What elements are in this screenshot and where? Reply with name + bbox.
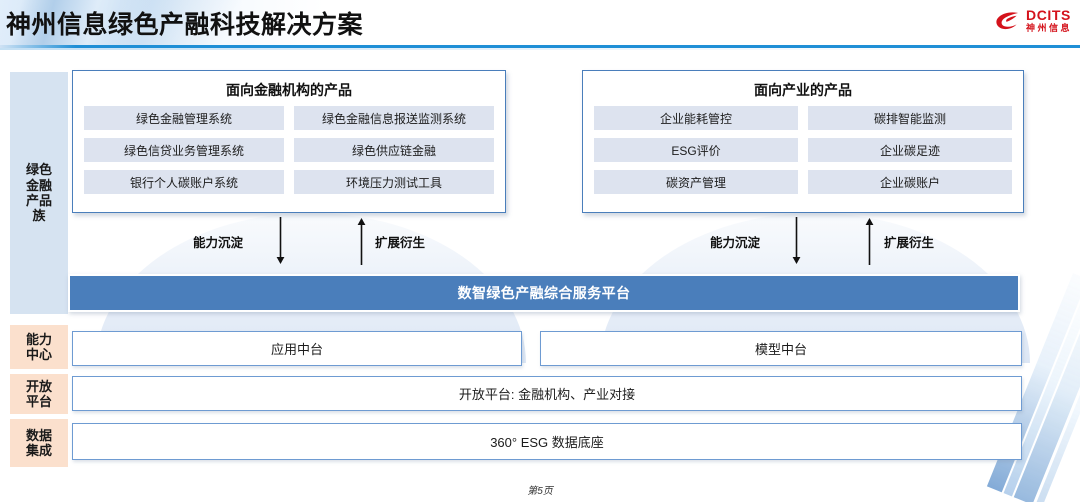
- arrow-up-right-icon: [864, 217, 875, 265]
- sidebar-label-green-finance-family: 绿色 金融 产品 族: [25, 162, 52, 224]
- flow-label-right-up: 扩展衍生: [884, 236, 935, 250]
- sidebar-item-green-finance-family[interactable]: 绿色 金融 产品 族: [10, 72, 68, 314]
- page-title: 神州信息绿色产融科技解决方案: [6, 11, 364, 39]
- panel-grid-industry: 企业能耗管控 碳排智能监测 ESG评价 企业碳足迹 碳资产管理 企业碳账户: [594, 106, 1012, 194]
- arrow-up-left-icon: [356, 217, 367, 265]
- page-number: 第5页: [527, 486, 553, 497]
- product-card[interactable]: 银行个人碳账户系统: [84, 170, 284, 194]
- panel-grid-financial: 绿色金融管理系统 绿色金融信息报送监测系统 绿色信贷业务管理系统 绿色供应链金融…: [84, 106, 494, 194]
- slide-header: 神州信息绿色产融科技解决方案 DCITS 神州信息: [0, 0, 1080, 48]
- platform-bar-wrapper: 数智绿色产融综合服务平台: [68, 274, 1020, 312]
- sidebar-item-open-platform[interactable]: 开放 平台: [10, 374, 68, 414]
- panel-title-financial: 面向金融机构的产品: [226, 82, 352, 98]
- product-card[interactable]: 碳排智能监测: [808, 106, 1012, 130]
- product-card[interactable]: 绿色信贷业务管理系统: [84, 138, 284, 162]
- product-card[interactable]: 企业碳账户: [808, 170, 1012, 194]
- arrow-down-left-icon: [275, 217, 286, 265]
- sidebar-item-data-integration[interactable]: 数据 集成: [10, 419, 68, 467]
- product-card[interactable]: 企业能耗管控: [594, 106, 798, 130]
- product-card[interactable]: 环境压力测试工具: [294, 170, 494, 194]
- header-divider: [0, 45, 1080, 48]
- layer-box-model-midend[interactable]: 模型中台: [540, 331, 1022, 366]
- flow-label-left-up: 扩展衍生: [375, 236, 426, 250]
- platform-label: 数智绿色产融综合服务平台: [457, 285, 631, 301]
- flow-label-left-down: 能力沉淀: [193, 236, 244, 250]
- flow-label-right-down: 能力沉淀: [710, 236, 761, 250]
- logo-text: DCITS 神州信息: [1026, 8, 1072, 33]
- dcits-swirl-logo-icon: [995, 10, 1021, 32]
- product-card[interactable]: 碳资产管理: [594, 170, 798, 194]
- brand-logo: DCITS 神州信息: [995, 8, 1072, 33]
- logo-en: DCITS: [1025, 7, 1071, 23]
- product-card[interactable]: 绿色供应链金融: [294, 138, 494, 162]
- layer-box-data-foundation[interactable]: 360° ESG 数据底座: [72, 423, 1022, 460]
- panel-financial-institution-products: 面向金融机构的产品 绿色金融管理系统 绿色金融信息报送监测系统 绿色信贷业务管理…: [72, 70, 506, 213]
- sidebar-item-ability-center[interactable]: 能力 中心: [10, 325, 68, 369]
- panel-industry-products: 面向产业的产品 企业能耗管控 碳排智能监测 ESG评价 企业碳足迹 碳资产管理 …: [582, 70, 1024, 213]
- platform-bar[interactable]: 数智绿色产融综合服务平台: [70, 276, 1018, 310]
- product-card[interactable]: 企业碳足迹: [808, 138, 1012, 162]
- layer-box-app-midend[interactable]: 应用中台: [72, 331, 522, 366]
- product-card[interactable]: 绿色金融管理系统: [84, 106, 284, 130]
- product-card[interactable]: 绿色金融信息报送监测系统: [294, 106, 494, 130]
- sidebar-label-open-platform: 开放 平台: [25, 378, 52, 409]
- panel-title-industry: 面向产业的产品: [754, 82, 852, 98]
- product-card[interactable]: ESG评价: [594, 138, 798, 162]
- header-divider-soft: [0, 48, 1080, 50]
- logo-cn: 神州信息: [1025, 23, 1072, 33]
- arrow-down-right-icon: [791, 217, 802, 265]
- header-background: [0, 0, 1080, 48]
- sidebar-label-data-integration: 数据 集成: [25, 427, 52, 458]
- sidebar-label-ability-center: 能力 中心: [25, 331, 52, 362]
- layer-box-open-platform[interactable]: 开放平台: 金融机构、产业对接: [72, 376, 1022, 411]
